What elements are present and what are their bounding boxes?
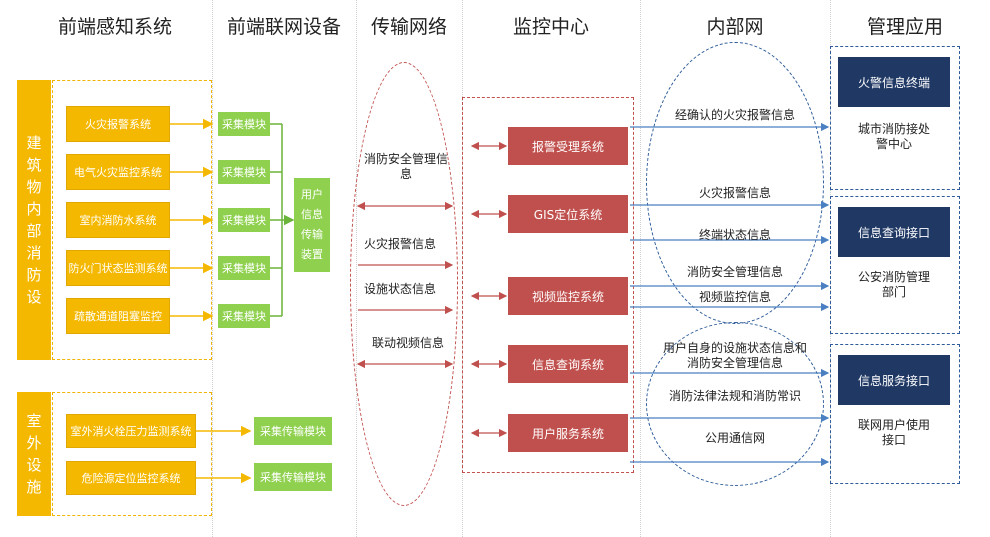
building-facilities-label: 建 筑 物 内 部 消 防 设 xyxy=(17,80,51,360)
info-query-interface: 信息查询接口 xyxy=(838,207,950,257)
outdoor-label-char: 施 xyxy=(26,478,42,496)
user-info-transmission-device: 用户 信息 传输 装置 xyxy=(294,178,330,272)
fire-door-monitor-system: 防火门状态监测系统 xyxy=(66,250,170,286)
city-fire-dispatch-center: 城市消防接处警中心 xyxy=(858,122,931,151)
management-frame-2 xyxy=(830,196,960,334)
fire-alarm-terminal: 火警信息终端 xyxy=(838,57,950,107)
transport-label-fire-alarm: 火灾报警信息 xyxy=(363,237,436,251)
video-monitor-system: 视频监控系统 xyxy=(508,277,628,315)
gis-location-system: GIS定位系统 xyxy=(508,195,628,233)
internal-label-user-facility-info: 用户自身的设施状态信息和消防安全管理信息 xyxy=(662,341,807,370)
transport-label-facility-status: 设施状态信息 xyxy=(363,282,436,296)
outdoor-label-char: 设 xyxy=(26,456,42,474)
collection-transmission-module: 采集传输模块 xyxy=(254,417,332,445)
collection-module: 采集模块 xyxy=(218,112,270,136)
column-title-transport: 传输网络 xyxy=(370,16,447,38)
column-title-devices: 前端联网设备 xyxy=(226,16,341,38)
outdoor-label-char: 室 xyxy=(26,412,42,430)
outdoor-label-char: 外 xyxy=(26,434,42,452)
internal-label-laws-knowledge: 消防法律法规和消防常识 xyxy=(668,389,801,403)
electrical-fire-monitor-system: 电气火灾监控系统 xyxy=(66,154,170,190)
hazard-source-location-system: 危险源定位监控系统 xyxy=(66,461,196,495)
column-title-internal: 内部网 xyxy=(706,16,764,38)
management-frame-3 xyxy=(830,344,960,484)
building-label-char: 消 xyxy=(26,244,42,262)
outdoor-hydrant-pressure-system: 室外消火栓压力监测系统 xyxy=(66,414,196,448)
transport-network-ellipse xyxy=(350,62,458,506)
building-label-char: 筑 xyxy=(26,156,42,174)
column-title-monitoring: 监控中心 xyxy=(512,16,589,38)
internal-label-fire-alarm: 火灾报警信息 xyxy=(698,186,771,200)
user-service-system: 用户服务系统 xyxy=(508,414,628,452)
building-label-char: 部 xyxy=(26,222,42,240)
building-label-char: 物 xyxy=(26,178,42,196)
alarm-reception-system: 报警受理系统 xyxy=(508,127,628,165)
collection-transmission-module: 采集传输模块 xyxy=(254,463,332,491)
internal-label-public-network: 公用通信网 xyxy=(704,431,765,445)
internal-label-confirmed-alarm: 经确认的火灾报警信息 xyxy=(674,108,795,122)
divider-4 xyxy=(640,0,641,537)
column-title-management: 管理应用 xyxy=(866,16,943,38)
monitoring-center-frame xyxy=(462,97,634,473)
collection-module: 采集模块 xyxy=(218,304,270,328)
device-label-part: 信息 xyxy=(301,208,323,221)
building-label-char: 设 xyxy=(26,288,42,306)
transport-label-safety-info: 消防安全管理信息 xyxy=(363,152,448,181)
evacuation-blockage-monitor: 疏散通道阻塞监控 xyxy=(66,298,170,334)
collection-module: 采集模块 xyxy=(218,256,270,280)
building-label-char: 内 xyxy=(26,200,42,218)
internal-label-terminal-status: 终端状态信息 xyxy=(698,228,771,242)
public-security-fire-department: 公安消防管理部门 xyxy=(858,270,931,299)
transport-label-video-link: 联动视频信息 xyxy=(371,336,444,350)
internal-network-ellipse-lower xyxy=(646,322,824,486)
collection-module: 采集模块 xyxy=(218,160,270,184)
internal-label-safety-mgmt: 消防安全管理信息 xyxy=(686,265,783,279)
info-service-interface: 信息服务接口 xyxy=(838,355,950,405)
outdoor-systems-frame xyxy=(52,392,212,516)
column-title-sensing: 前端感知系统 xyxy=(57,16,172,38)
device-label-part: 传输 xyxy=(301,228,323,241)
management-frame-1 xyxy=(830,46,960,190)
device-label-part: 用户 xyxy=(301,188,323,201)
networked-user-interface: 联网用户使用接口 xyxy=(858,418,931,447)
collection-module: 采集模块 xyxy=(218,208,270,232)
device-label-part: 装置 xyxy=(301,248,323,261)
outdoor-facilities-label: 室 外 设 施 xyxy=(17,392,51,516)
fire-alarm-system: 火灾报警系统 xyxy=(66,106,170,142)
building-label-char: 建 xyxy=(26,134,42,152)
building-label-char: 防 xyxy=(26,266,42,284)
info-query-system: 信息查询系统 xyxy=(508,345,628,383)
indoor-fire-water-system: 室内消防水系统 xyxy=(66,202,170,238)
internal-label-video-monitor: 视频监控信息 xyxy=(698,290,771,304)
